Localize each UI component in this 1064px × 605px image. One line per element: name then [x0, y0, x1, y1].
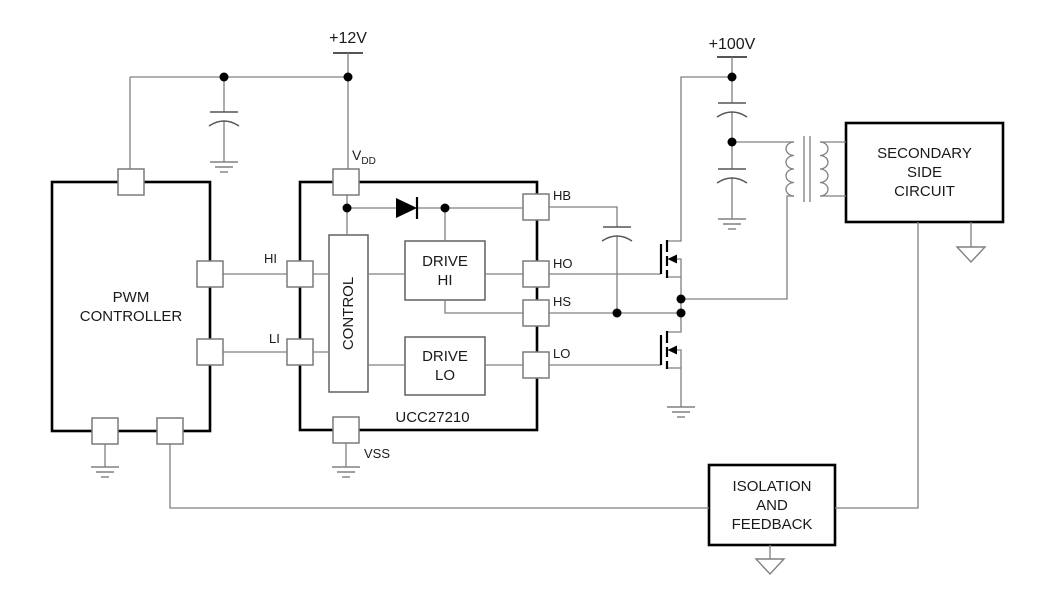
drive-lo-label: DRIVE LO [405, 337, 485, 395]
drive-hi-box [404, 240, 486, 301]
ground-symbol [332, 466, 360, 478]
pwm-controller-box [50, 180, 212, 433]
isolation-feedback-label: ISOLATION AND FEEDBACK [709, 465, 835, 545]
pin-label-ho: HO [553, 256, 573, 271]
pin-hi [286, 260, 314, 288]
transformer-secondary-winding [819, 141, 829, 197]
junction-dot [343, 72, 353, 82]
wire-hsfet-body [677, 258, 682, 277]
pin-label-lo: LO [553, 346, 571, 361]
junction-dots [219, 72, 737, 318]
control-box [328, 234, 369, 393]
transformer [785, 136, 829, 202]
pin-pwm-hi-out [196, 260, 224, 288]
bootstrap-capacitor [601, 226, 633, 242]
vdd-base: V [352, 147, 362, 163]
junction-dot [440, 203, 450, 213]
pin-li [286, 338, 314, 366]
v12-rail-label: +12V [329, 30, 367, 47]
junction-dot [676, 308, 686, 318]
ground-triangle-secondary [955, 246, 987, 264]
supply-rail-bars [333, 52, 747, 58]
pin-label-vdd: VDD [352, 147, 376, 167]
junction-dot [727, 72, 737, 82]
pin-hs [522, 299, 550, 327]
pins [91, 168, 550, 445]
secondary-side-label: SECONDARY SIDE CIRCUIT [846, 123, 1003, 222]
junction-dot [676, 294, 686, 304]
drive-lo-line: LO [434, 367, 455, 384]
pin-vss [332, 416, 360, 444]
wire-feedback-left [169, 444, 709, 509]
wire-lsfet-source [668, 367, 682, 407]
control-label-text: CONTROL [340, 276, 357, 351]
ucc27210-part-label: UCC27210 [395, 409, 470, 426]
wire-switch-node [681, 195, 794, 300]
secondary-line: SECONDARY [877, 145, 972, 162]
junction-dot [727, 137, 737, 147]
bootstrap-diode [396, 197, 419, 219]
secondary-side-box [844, 121, 1005, 224]
bus-capacitor-bottom [716, 168, 748, 184]
junction-dot [219, 72, 229, 82]
wire-lsfet-drain [668, 313, 682, 333]
ground-symbol [91, 466, 119, 478]
v100-rail-label: +100V [708, 36, 756, 53]
vdd-bypass-capacitor [208, 111, 240, 127]
transformer-primary-winding [785, 141, 795, 197]
pin-label-vss: VSS [364, 446, 391, 461]
drive-hi-line: DRIVE [422, 252, 468, 270]
mosfet-body-arrow [667, 254, 677, 264]
wire-hb-bootcap [549, 206, 618, 227]
isolation-feedback-box [707, 463, 837, 547]
ground-symbol [718, 218, 746, 230]
vdd-sub: DD [361, 155, 376, 167]
ground-symbols [91, 161, 746, 478]
secondary-line: SIDE [906, 164, 942, 181]
secondary-line: CIRCUIT [894, 183, 955, 200]
pwm-label-line: PWM [112, 288, 150, 306]
pwm-label-line: CONTROLLER [79, 307, 183, 325]
junction-dot [342, 203, 352, 213]
wire-hs-drain [668, 76, 732, 242]
capacitors [208, 102, 748, 242]
isolation-line: ISOLATION [732, 477, 812, 495]
wire-lsfet-body [677, 349, 682, 368]
ground-triangle-isolation [754, 558, 786, 576]
pin-hb [522, 193, 550, 221]
mosfet-high-side [659, 240, 677, 278]
junction-dot [612, 308, 622, 318]
isolation-line: AND [756, 496, 788, 514]
pin-vdd [332, 168, 360, 196]
drive-hi-label: DRIVE HI [405, 241, 485, 300]
pin-label-hb: HB [553, 188, 572, 203]
triangle-grounds [754, 246, 987, 576]
drive-hi-line: HI [437, 271, 453, 289]
pin-pwm-li-out [196, 338, 224, 366]
bus-capacitor-top [716, 102, 748, 118]
pin-pwm-fb [156, 417, 184, 445]
pin-label-hi: HI [264, 251, 277, 266]
pin-ho [522, 260, 550, 288]
pin-label-hs: HS [553, 294, 572, 309]
drive-lo-line: DRIVE [422, 348, 468, 365]
pin-label-li: LI [269, 331, 280, 346]
mosfet-low-side [659, 331, 677, 369]
pwm-controller-label: PWM CONTROLLER [52, 182, 210, 431]
pin-pwm-gnd [91, 417, 119, 445]
wire-drivehi-hs [444, 300, 523, 314]
isolation-line: FEEDBACK [731, 515, 813, 533]
block-outlines [50, 121, 1005, 547]
control-label: CONTROL [329, 235, 368, 392]
drive-lo-box [404, 336, 486, 396]
pin-pwm-vcc [117, 168, 145, 196]
wire-feedback-right [835, 222, 919, 509]
diode-triangle [396, 198, 417, 218]
ground-symbol [210, 161, 238, 173]
mosfet-body-arrow [667, 345, 677, 355]
ground-symbol [667, 406, 695, 418]
pin-lo [522, 351, 550, 379]
